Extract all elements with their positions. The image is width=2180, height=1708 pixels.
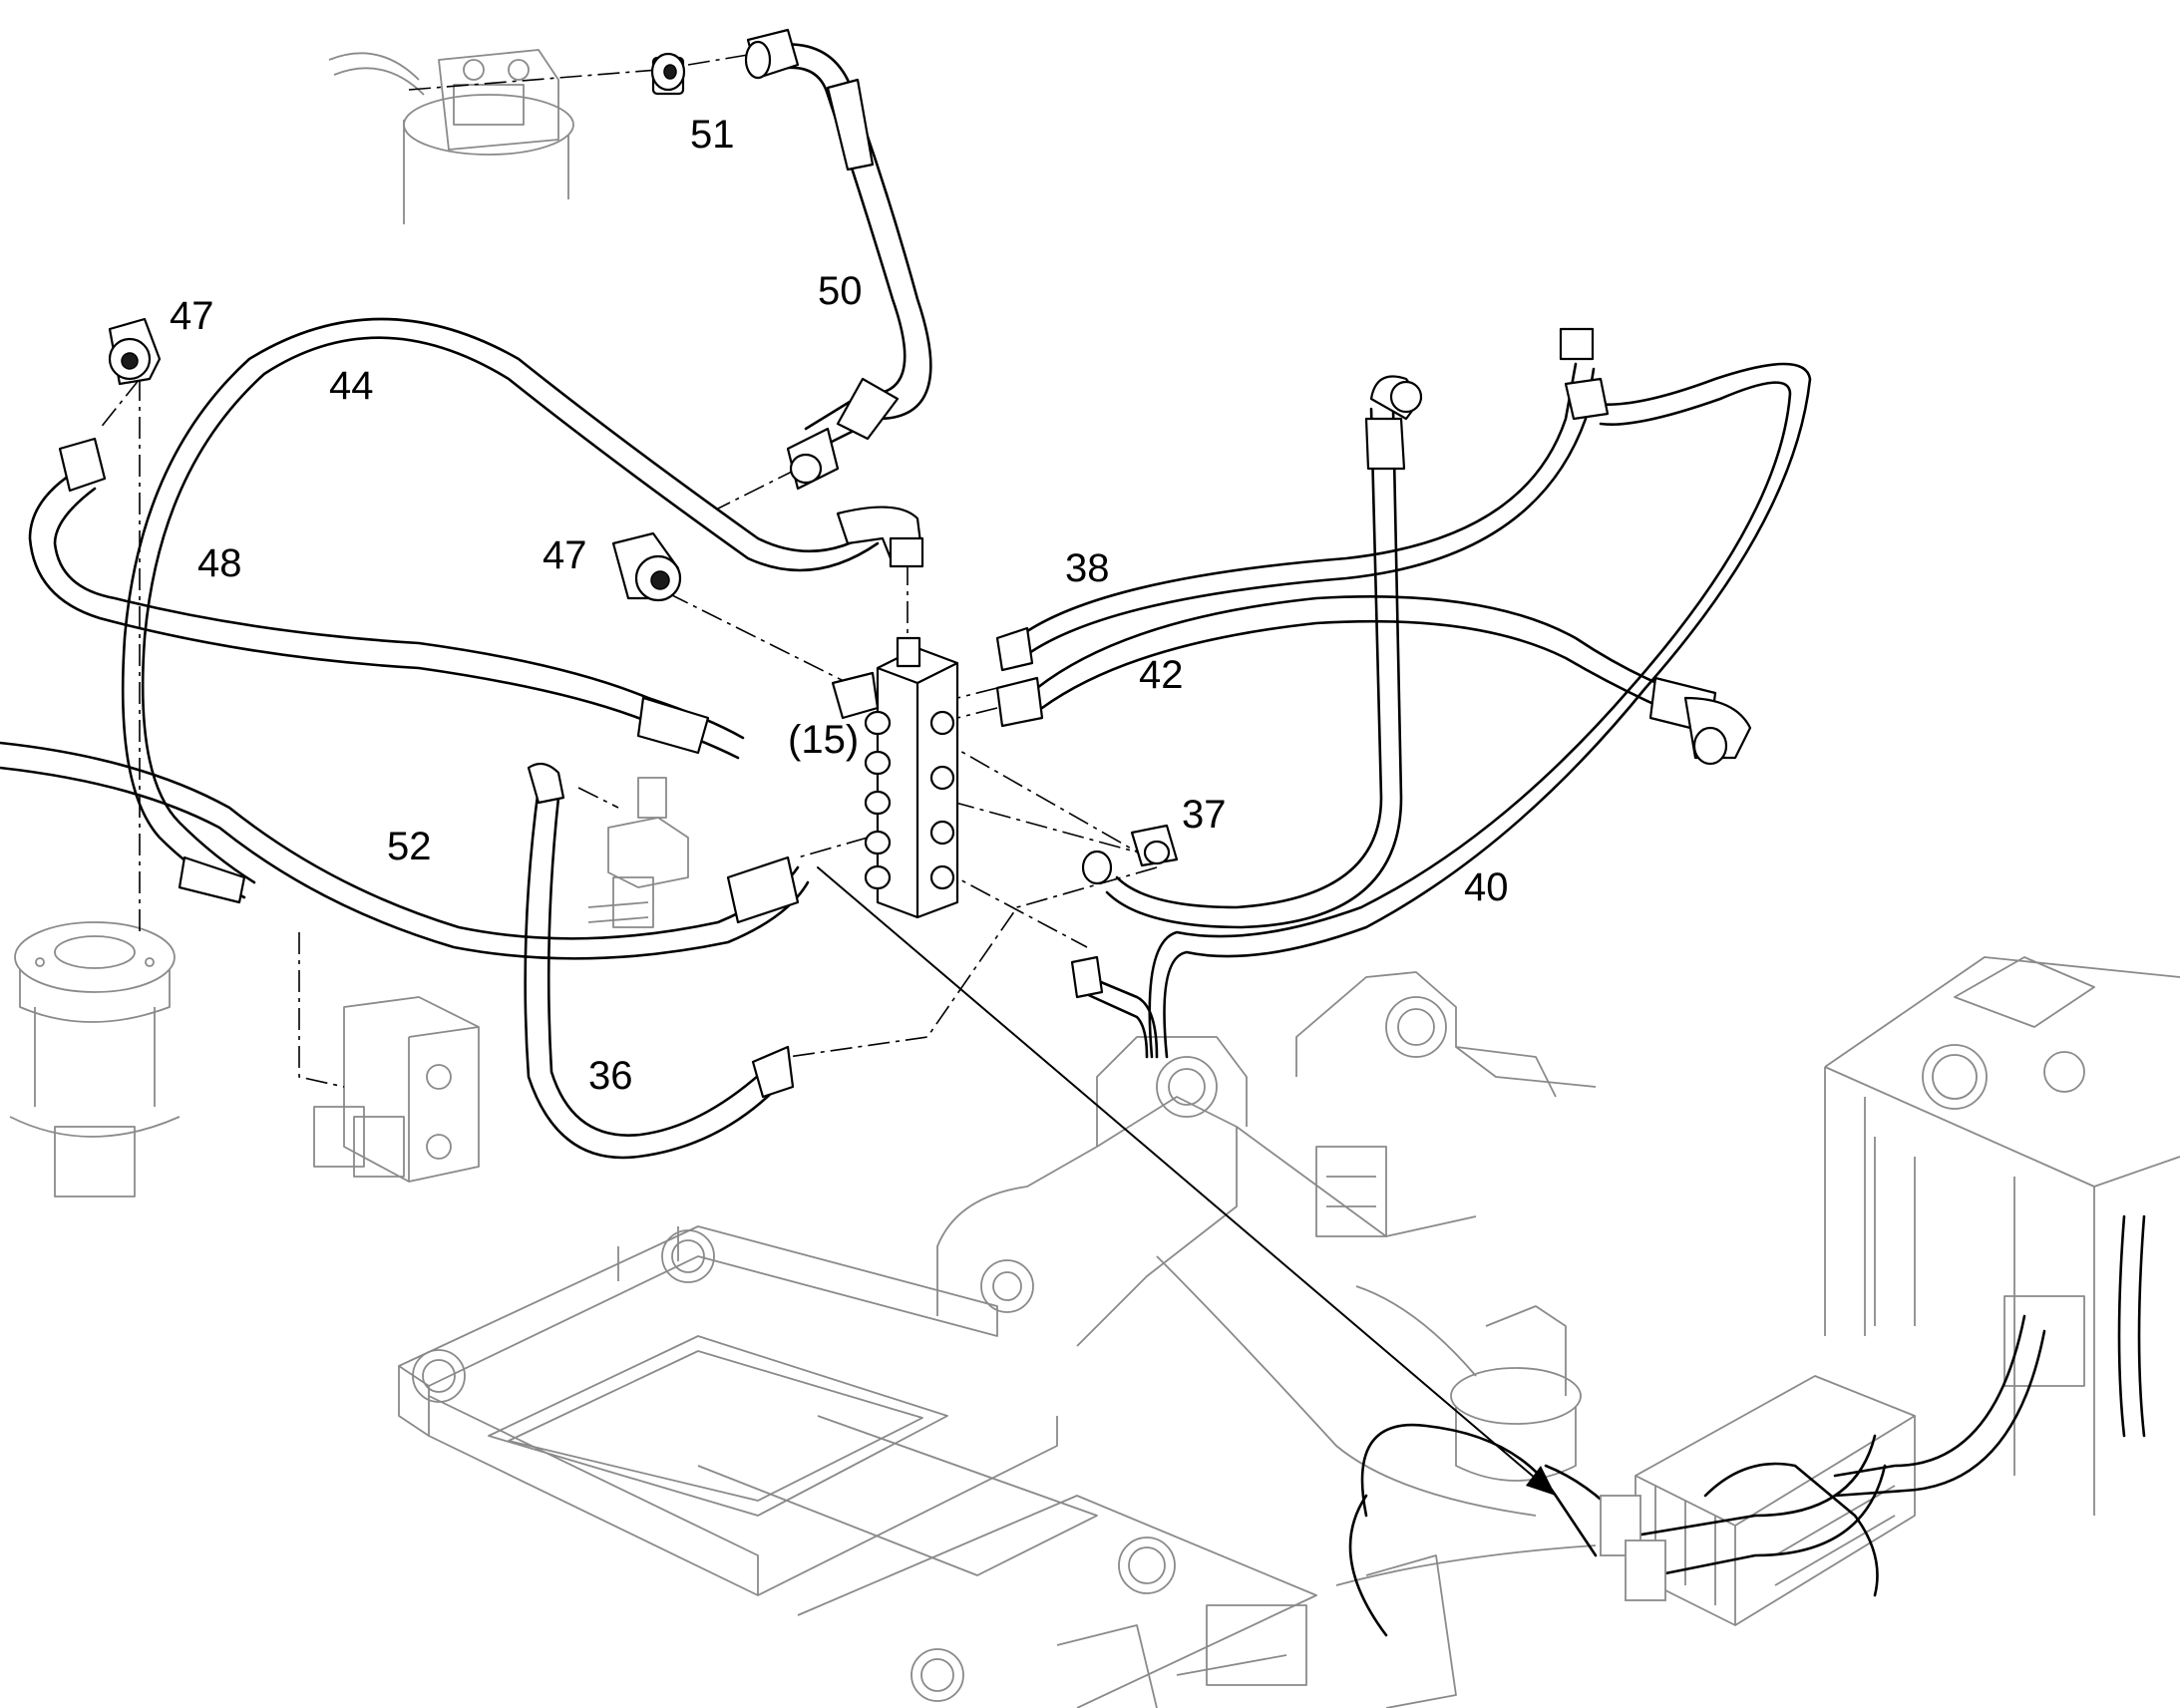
fitting-37-tail (1070, 955, 1104, 999)
callout-37: 37 (1182, 793, 1227, 837)
hose-36 (524, 786, 795, 1160)
fitting-37 (1081, 824, 1179, 885)
hose-48 (28, 467, 745, 760)
nut-48-top (58, 437, 107, 493)
hose-44 (121, 317, 880, 904)
callout-36: 36 (588, 1054, 633, 1098)
swivel-motor-left (9, 921, 181, 1197)
manifold-block (831, 636, 959, 919)
nut-50-top (744, 28, 800, 80)
callout-52: 52 (387, 825, 432, 868)
hose-37-tail (1075, 970, 1159, 1059)
solenoid-valve-block (313, 996, 480, 1183)
nut-50-bottom (786, 427, 840, 491)
callout-47-top: 47 (170, 294, 214, 338)
nut-38-end (995, 626, 1034, 672)
nut-42-end (995, 676, 1044, 728)
swivel-joint-top (328, 49, 574, 224)
pilot-valve-small (587, 777, 689, 928)
callout-38: 38 (1065, 546, 1110, 590)
callout-51: 51 (690, 113, 735, 157)
nut-40-top (1369, 375, 1423, 421)
hose-42 (1035, 595, 1717, 735)
hose-assemblies (0, 43, 1812, 1160)
callout-labels: 51 50 47 44 48 47 38 42 (15) 37 40 52 36 (170, 113, 1509, 1098)
callout-47-middle: 47 (543, 533, 587, 577)
callout-42: 42 (1139, 653, 1184, 697)
elbow-42-end (1683, 696, 1752, 766)
fittings (58, 28, 1752, 999)
hose-52 (0, 741, 810, 960)
hose-40 (1105, 407, 1406, 929)
callout-48: 48 (197, 541, 242, 585)
elbow-52-left (527, 762, 565, 805)
elbow-47-top (108, 317, 162, 386)
fitting-51 (650, 52, 686, 96)
hose-50 (771, 43, 932, 451)
callout-50: 50 (818, 269, 863, 313)
tee-38 (1559, 327, 1610, 421)
machine-frame-background (398, 866, 2180, 1708)
callout-44: 44 (329, 364, 374, 408)
callout-15: (15) (788, 718, 859, 762)
elbow-44-end (836, 506, 924, 568)
callout-40: 40 (1464, 865, 1509, 909)
elbow-47-middle (611, 531, 682, 602)
